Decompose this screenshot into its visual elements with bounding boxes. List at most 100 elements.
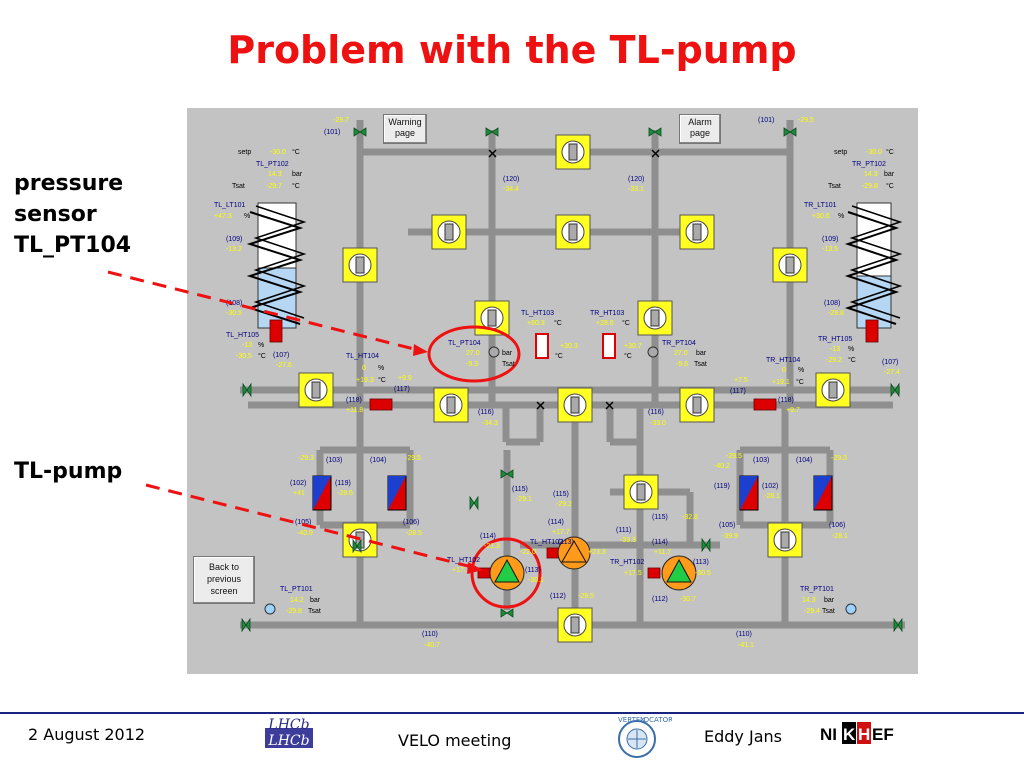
valve-icon[interactable]: [500, 469, 514, 479]
value-label: +19.1: [772, 379, 790, 386]
value-label: (105): [719, 522, 735, 529]
value-label: °C: [378, 376, 386, 384]
valve-icon[interactable]: [701, 537, 711, 553]
value-label: %: [258, 342, 264, 349]
sensor-box[interactable]: [637, 300, 673, 336]
tl-pump[interactable]: [489, 555, 525, 591]
value-label: +30.6: [812, 213, 830, 220]
gauge-tr-pt101[interactable]: [845, 603, 857, 615]
value-label: -13: [830, 346, 840, 353]
valve-icon[interactable]: [241, 617, 251, 633]
back-label-1: Back to: [208, 562, 239, 572]
sensor-box[interactable]: [342, 522, 378, 558]
value-label: -41.1: [738, 642, 754, 649]
sensor-box[interactable]: [557, 607, 593, 643]
heater-tl-ht102a[interactable]: [546, 547, 560, 559]
footer-author: Eddy Jans: [704, 727, 782, 746]
sensor-box[interactable]: [815, 372, 851, 408]
value-label: TR_HT103: [590, 310, 624, 317]
warning-page-button[interactable]: Warning page: [383, 114, 427, 144]
value-label: setp: [238, 149, 251, 156]
heater-tl-ht105[interactable]: [269, 319, 283, 343]
sensor-box[interactable]: [433, 387, 469, 423]
value-label: +19.3: [356, 377, 374, 384]
sensor-box[interactable]: [557, 387, 593, 423]
value-label: +60.3: [527, 320, 545, 327]
value-label: -29.3: [831, 455, 847, 462]
heater-tr-ht103[interactable]: [602, 333, 616, 359]
value-label: TR_PT101: [800, 586, 834, 593]
value-label: TL_PT102: [256, 161, 289, 168]
valve-icon[interactable]: [485, 127, 499, 137]
value-label: (102): [290, 480, 306, 487]
sensor-box[interactable]: [772, 247, 808, 283]
slide-title: Problem with the TL-pump: [227, 28, 797, 72]
heater-tl-ht103[interactable]: [535, 333, 549, 359]
valve-icon[interactable]: [242, 382, 252, 398]
value-label: -40.7: [424, 642, 440, 649]
velo-logo-bottom: LOCATOR: [640, 716, 672, 724]
heater-tr-ht105[interactable]: [865, 319, 879, 343]
tr-pump[interactable]: [661, 555, 697, 591]
sensor-box[interactable]: [555, 214, 591, 250]
sensor-box[interactable]: [431, 214, 467, 250]
sensor-box[interactable]: [623, 474, 659, 510]
value-label: bar: [502, 350, 513, 357]
alarm-page-label-2: page: [689, 128, 711, 138]
value-label: -29.5: [798, 117, 814, 124]
value-label: °C: [848, 356, 856, 364]
back-to-previous-screen-button[interactable]: Back to previous screen: [193, 556, 255, 604]
value-label: +30.3: [560, 343, 578, 350]
sensor-box[interactable]: [342, 247, 378, 283]
sensor-box[interactable]: [767, 522, 803, 558]
value-label: (109): [822, 236, 838, 243]
accumulator-left: [246, 202, 307, 329]
heater-tr-ht104[interactable]: [753, 398, 777, 411]
value-label: (116): [478, 409, 494, 416]
value-label: -29.8: [828, 310, 844, 317]
heater-tr-ht102[interactable]: [647, 567, 661, 579]
gauge-tl-pt101[interactable]: [264, 603, 276, 615]
value-label: +17.7: [552, 529, 570, 536]
value-label: -29.5: [726, 453, 742, 460]
value-label: TR_PT104: [662, 340, 696, 347]
valve-icon[interactable]: [469, 495, 479, 511]
value-label: TL_LT101: [214, 202, 245, 209]
callout-pressure-sensor: pressure sensor TL_PT104: [14, 168, 131, 261]
heater-tl-ht102b[interactable]: [477, 567, 491, 579]
value-label: +7.5: [734, 377, 748, 384]
value-label: °C: [796, 378, 804, 386]
value-label: TR_PT102: [852, 161, 886, 168]
sensor-box[interactable]: [298, 372, 334, 408]
gauge-tl-pt104[interactable]: [488, 346, 500, 358]
value-label: -28.5: [406, 530, 422, 537]
valve-icon[interactable]: [783, 127, 797, 137]
value-label: -13.2: [226, 246, 242, 253]
value-label: (114): [652, 539, 668, 546]
footer-date: 2 August 2012: [28, 725, 146, 744]
valve-icon[interactable]: [500, 608, 514, 618]
value-label: (118): [778, 397, 794, 404]
sensor-box[interactable]: [679, 387, 715, 423]
value-label: -33.3: [620, 537, 636, 544]
tl-pump-standby[interactable]: [557, 536, 591, 570]
footer-meeting: VELO meeting: [398, 731, 512, 750]
heater-tl-ht104[interactable]: [369, 398, 393, 411]
value-label: Tsat: [828, 183, 841, 190]
sensor-box[interactable]: [555, 134, 591, 170]
gauge-tr-pt104[interactable]: [647, 346, 659, 358]
value-label: °C: [886, 148, 894, 156]
back-label-3: screen: [210, 586, 238, 596]
valve-icon[interactable]: [353, 127, 367, 137]
nikhef-k: K: [843, 725, 856, 744]
value-label: TL_HT102: [447, 557, 480, 564]
value-label: -30.1: [528, 577, 544, 584]
sensor-box[interactable]: [679, 214, 715, 250]
valve-icon[interactable]: [648, 127, 662, 137]
alarm-page-button[interactable]: Alarm page: [679, 114, 721, 144]
valve-icon[interactable]: [893, 617, 903, 633]
value-label: (101): [758, 117, 774, 124]
valve-icon[interactable]: [890, 382, 900, 398]
value-label: -28.1: [832, 533, 848, 540]
